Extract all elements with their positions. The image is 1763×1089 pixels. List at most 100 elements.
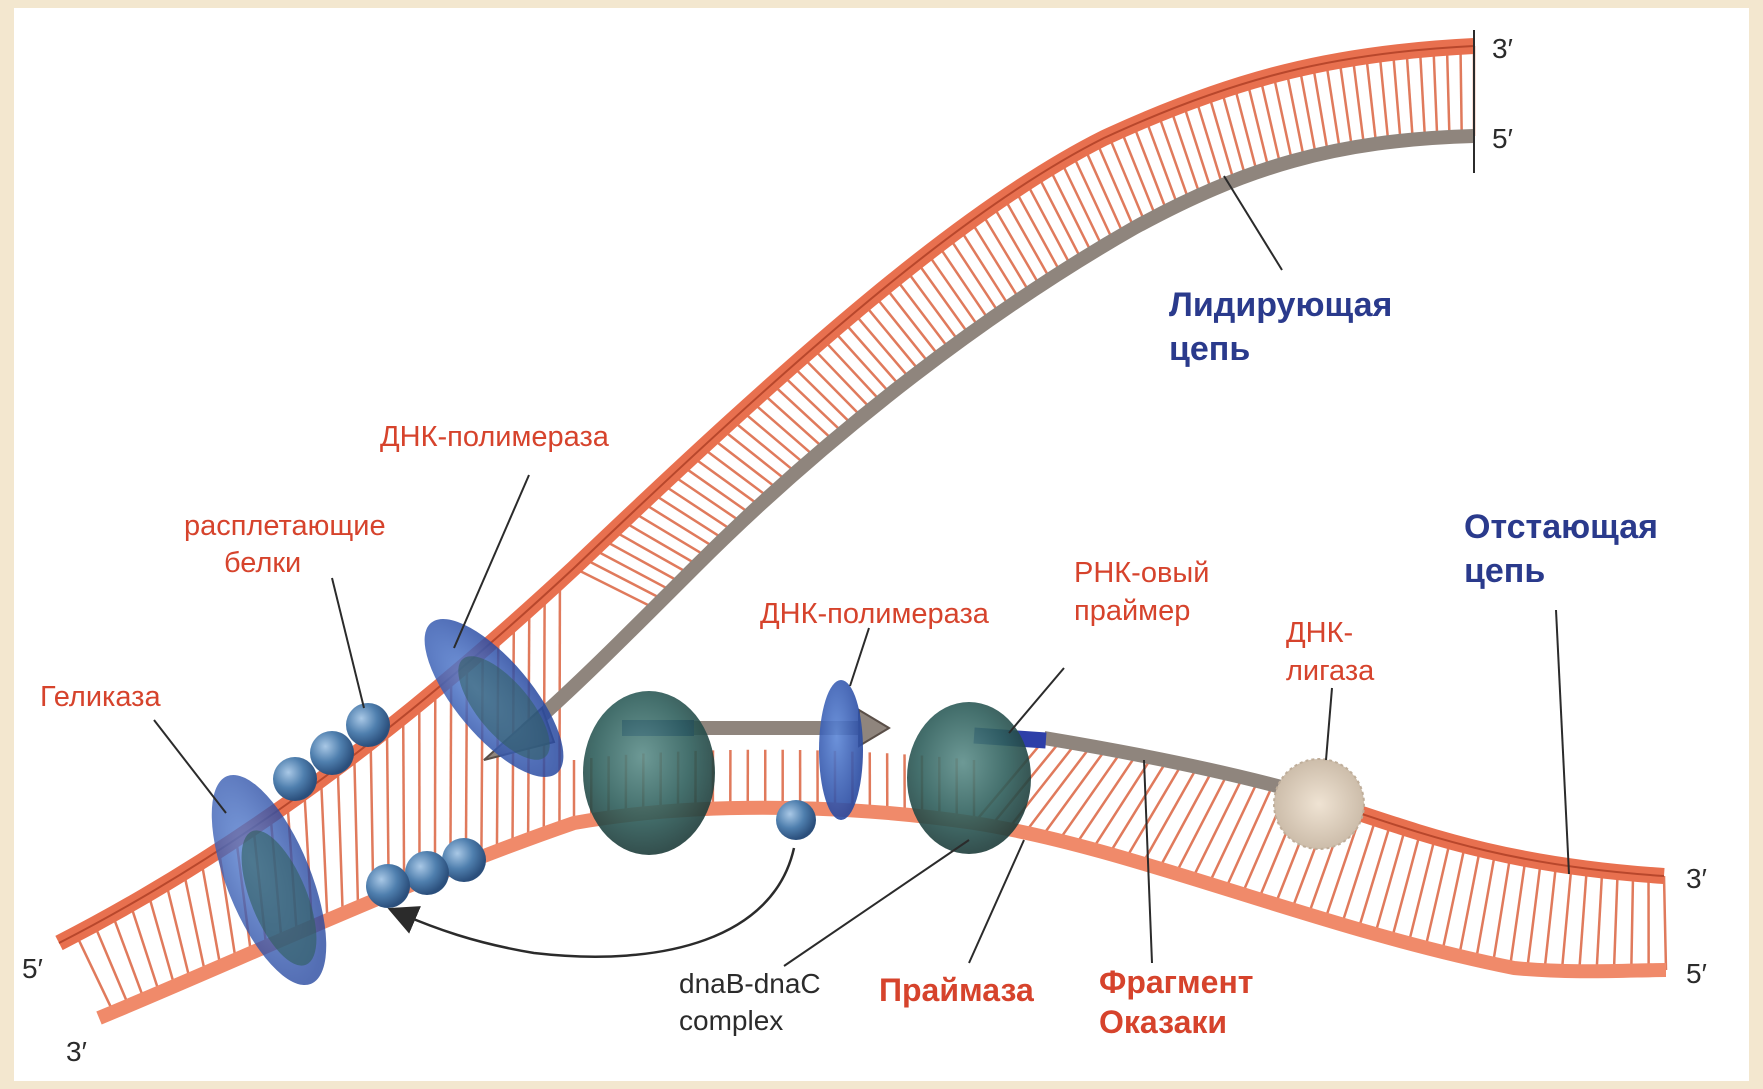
base-pair-rung <box>1420 50 1425 139</box>
lagging-strand-label-line2: цепь <box>1464 552 1545 590</box>
base-pair-rung <box>1407 51 1413 139</box>
leading-strand-label-line2: цепь <box>1169 330 1250 368</box>
base-pair-rung <box>1527 862 1541 969</box>
base-pair-rung <box>1059 752 1121 840</box>
base-pair-rung <box>1196 100 1222 186</box>
base-pair-rung <box>896 279 950 350</box>
base-pair-rung <box>1209 95 1234 181</box>
base-pair-rung <box>1340 61 1352 148</box>
base-pair-rung <box>76 934 113 1012</box>
base-pair-rung <box>875 296 930 365</box>
primase-complex <box>907 702 1031 854</box>
base-pair-rung <box>1171 109 1200 195</box>
rna-primer-label-line2: праймер <box>1074 595 1190 627</box>
end-label-lagging-3: 3′ <box>1686 863 1707 894</box>
base-pair-rung <box>1235 86 1257 172</box>
base-pair-rung <box>844 322 901 387</box>
base-pair-rung <box>354 755 358 907</box>
base-pair-rung <box>742 411 806 465</box>
helicase-label: Геликаза <box>40 681 161 713</box>
base-pair-rung <box>338 767 343 913</box>
base-pair-rung <box>1353 58 1364 145</box>
base-pair-rung <box>1158 114 1188 200</box>
base-pair-rung <box>1434 49 1438 138</box>
base-pair-rung <box>450 677 451 869</box>
base-pair-rung <box>1476 853 1495 960</box>
base-pair-rung <box>1222 91 1246 177</box>
base-pair-rung <box>1326 63 1339 150</box>
base-pair-rung <box>1597 870 1603 971</box>
dna-polymerase-lower-label: ДНК-полимераза <box>760 598 990 630</box>
base-pair-rung <box>1366 56 1376 144</box>
base-pair-rung <box>732 420 797 473</box>
leading-strand-label-line1: Лидирующая <box>1169 286 1392 324</box>
base-pair-rung <box>1393 53 1400 141</box>
okazaki-fragment-strand <box>1044 738 1314 796</box>
base-pair-rung <box>94 924 128 1005</box>
base-pair-rung <box>1545 864 1557 970</box>
base-pair-rung <box>864 304 920 371</box>
diagram-panel: 3′ 5′ 3′ 5′ 5′ 3′ Лидирующая цепь Отстаю… <box>14 8 1749 1081</box>
dnab-dnac-label-line1: dnaB-dnaC <box>679 968 821 999</box>
end-label-lagging-5: 5′ <box>1686 958 1707 989</box>
base-pair-rung <box>823 339 882 402</box>
primase-label: Праймаза <box>879 972 1034 1008</box>
base-pair-rung <box>854 313 911 379</box>
dna-ligase-protein <box>1274 759 1364 849</box>
end-label-top-3: 3′ <box>1492 33 1513 64</box>
rna-primer-label-line1: РНК-овый <box>1074 557 1209 589</box>
base-pair-rung <box>1313 66 1328 153</box>
base-pair-rung <box>1447 48 1449 137</box>
base-pair-rung <box>1562 867 1572 971</box>
base-pair-rung <box>949 237 999 314</box>
base-pair-rung <box>1380 54 1389 142</box>
base-pair-rung <box>762 393 825 449</box>
base-pair-rung <box>960 229 1009 307</box>
dna-replication-fork-diagram: 3′ 5′ 3′ 5′ 5′ 3′ Лидирующая цепь Отстаю… <box>14 8 1749 1081</box>
ssb-ball <box>346 703 390 747</box>
end-label-top-5: 5′ <box>1492 123 1513 154</box>
base-pair-rung <box>1076 755 1136 844</box>
base-pair-rung <box>712 438 779 489</box>
base-pair-rung <box>833 331 891 395</box>
base-pair-rung <box>1631 874 1633 971</box>
base-pair-rung <box>1579 869 1587 972</box>
ssb-ball <box>310 731 354 775</box>
base-pair-rung <box>403 716 404 887</box>
base-pair-rung <box>803 357 863 418</box>
dna-polymerase-lower-clamp <box>819 680 863 820</box>
base-pair-rung <box>1133 125 1166 211</box>
base-pair-rung <box>792 366 853 426</box>
dna-ligase-label-line1: ДНК- <box>1286 617 1353 649</box>
base-pair-rung <box>1042 750 1105 837</box>
dna-polymerase-top-label: ДНК-полимераза <box>380 421 610 453</box>
lagging-synthesized-segment <box>1344 808 1664 876</box>
base-pair-rung <box>782 375 843 433</box>
end-label-left-5: 5′ <box>22 953 43 984</box>
base-pair-rung <box>1146 119 1178 205</box>
base-pair-rung <box>813 348 872 410</box>
base-pair-rung <box>1493 856 1510 964</box>
base-pair-rung <box>1025 747 1090 832</box>
base-pair-rung <box>1392 833 1420 939</box>
dna-ligase-label-line2: лигаза <box>1286 655 1375 687</box>
base-pair-rung <box>1664 876 1666 970</box>
lagging-strand-label-line1: Отстающая <box>1464 508 1658 546</box>
leading-duplex-base-pairs <box>574 46 1474 608</box>
base-pair-rung <box>1375 828 1405 934</box>
base-pair-rung <box>906 270 959 342</box>
base-pair-rung <box>1121 130 1156 216</box>
end-label-left-3: 3′ <box>66 1036 87 1067</box>
okazaki-label-line2: Оказаки <box>1099 1004 1227 1040</box>
ssb-proteins-label-line2: белки <box>224 547 301 579</box>
okazaki-label-line1: Фрагмент <box>1099 964 1253 1000</box>
dna-polymerase-lower-core <box>583 691 715 855</box>
dnab-dnac-label-line2: complex <box>679 1005 783 1036</box>
ssb-ball <box>405 851 449 895</box>
base-pair-rung <box>885 287 939 357</box>
base-pair-rung <box>184 872 205 972</box>
base-pair-rung <box>1510 859 1525 967</box>
base-pair-rung <box>928 253 980 327</box>
base-pair-rung <box>752 402 816 457</box>
